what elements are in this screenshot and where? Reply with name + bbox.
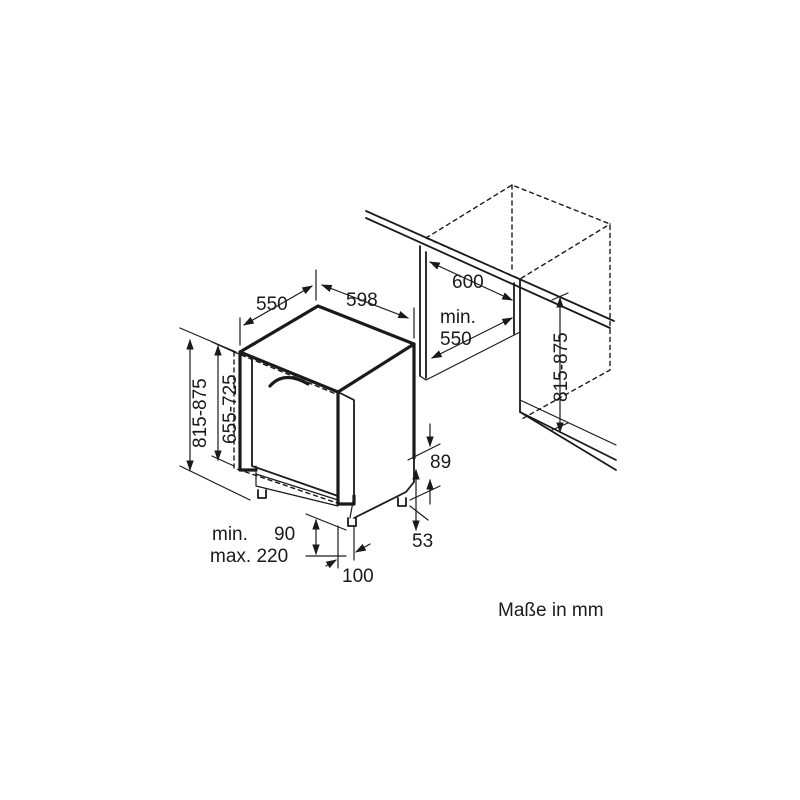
plinth-adjust-dimension: min. 90 max. 220 xyxy=(210,513,347,567)
width-label: 598 xyxy=(346,290,378,311)
plinth-min-value: 90 xyxy=(274,524,295,545)
units-note: Maße in mm xyxy=(498,600,604,621)
niche-depth-value-label: 550 xyxy=(440,329,472,350)
depth-dimension: 550 xyxy=(239,269,317,346)
niche-height-label: 815-875 xyxy=(551,332,572,402)
total-height-dimension: 815-875 xyxy=(179,327,251,501)
niche-depth-dimension: min. 550 xyxy=(431,307,513,359)
depth-label: 550 xyxy=(256,294,288,315)
dishwasher-body xyxy=(233,304,416,527)
niche-width-dimension: 600 xyxy=(429,261,513,301)
plinth-depth-dimension: 100 xyxy=(325,525,374,587)
cabinet-niche xyxy=(365,184,617,471)
niche-height-dimension: 815-875 xyxy=(551,292,572,434)
plinth-depth-label: 100 xyxy=(342,566,374,587)
width-dimension: 598 xyxy=(320,284,415,339)
total-height-label: 815-875 xyxy=(190,378,211,448)
plinth-min-label: min. xyxy=(212,524,248,545)
plinth-max-label: max. 220 xyxy=(210,546,288,567)
niche-depth-min-label: min. xyxy=(440,307,476,328)
plinth-height-dimension: 89 xyxy=(407,423,451,505)
plinth-gap-dimension: 53 xyxy=(409,468,433,552)
niche-width-label: 600 xyxy=(452,272,484,293)
body-height-label: 655-725 xyxy=(220,374,241,444)
plinth-height-label: 89 xyxy=(430,452,451,473)
plinth-gap-label: 53 xyxy=(412,531,433,552)
body-height-dimension: 655-725 xyxy=(211,341,241,467)
